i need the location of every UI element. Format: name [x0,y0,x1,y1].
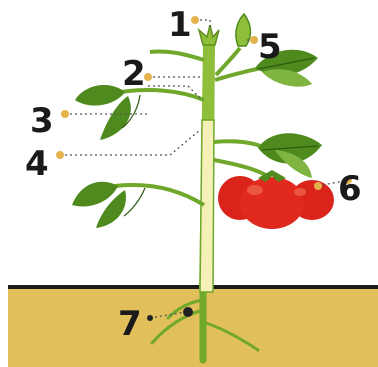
label-dot-7 [183,307,193,317]
label-6: 6 [338,169,362,209]
label-dot-3 [61,110,69,118]
bud [216,14,250,75]
upper-left-branch [150,51,204,60]
soil [8,287,378,367]
leaf-right-middle [214,133,322,178]
label-7: 7 [118,304,142,344]
label-dot-4 [56,151,64,159]
main-stem [199,45,215,292]
shoot-tip [199,25,219,45]
label-1: 1 [168,5,192,45]
label-3: 3 [30,101,54,141]
label-dot-5 [250,36,258,44]
label-2: 2 [122,54,146,94]
tomato-fruit [214,160,334,229]
label-dot-6 [314,182,322,190]
label-4: 4 [25,144,49,184]
label-5: 5 [258,27,282,67]
leaf-lower-left [72,182,204,228]
label-dot-1 [191,16,199,24]
